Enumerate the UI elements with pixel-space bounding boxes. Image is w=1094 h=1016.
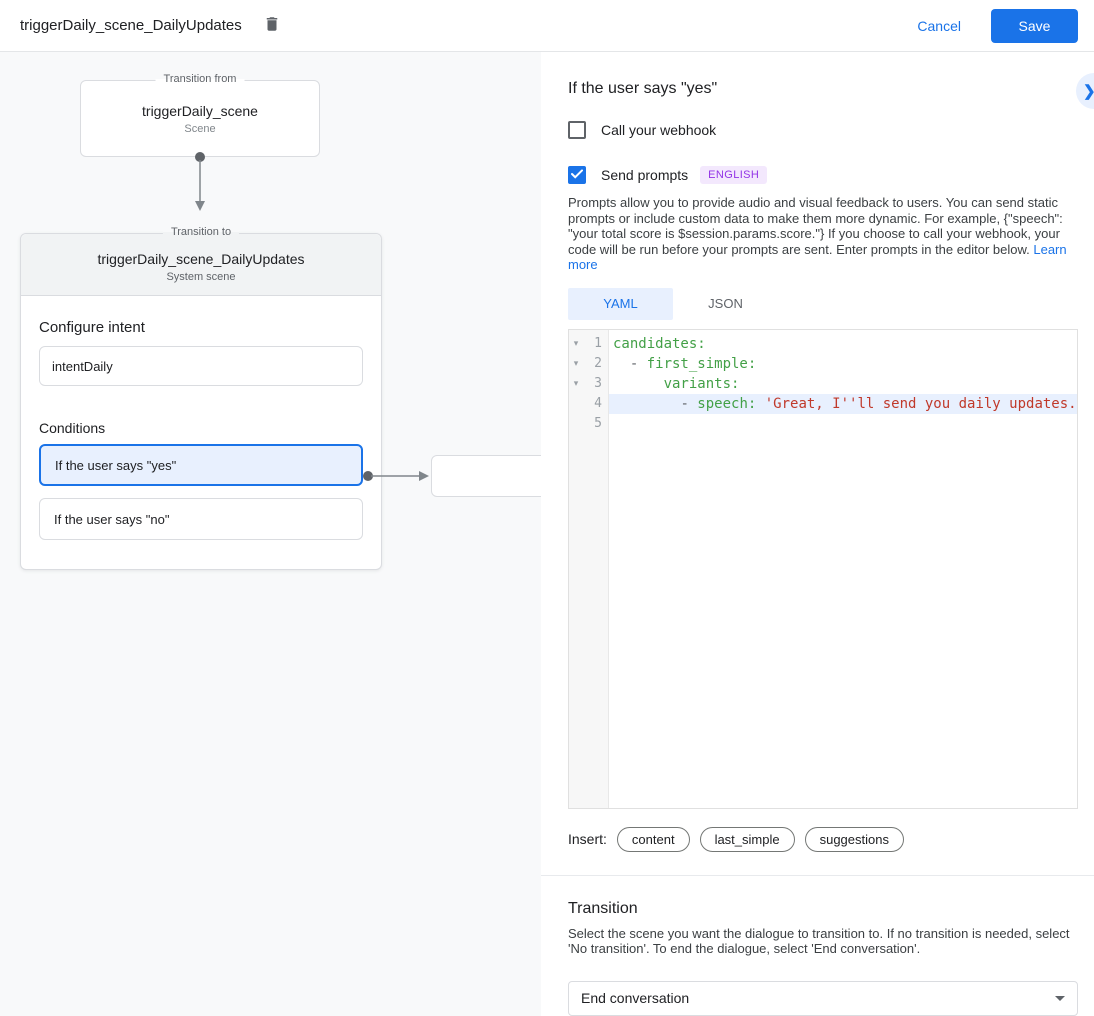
learn-more-link[interactable]: Learn more (568, 241, 1067, 273)
scene-node-daily-updates[interactable]: Transition to triggerDaily_scene_DailyUp… (20, 226, 382, 570)
tab-yaml[interactable]: YAML (568, 287, 673, 320)
insert-row: Insert: content last_simple suggestions (568, 826, 1078, 852)
gutter-row: ▾2 (569, 354, 608, 374)
line-number: 4 (594, 396, 602, 411)
checkmark-icon (571, 166, 583, 184)
transition-section-title: Transition (568, 899, 638, 917)
gutter-row: ▾1 (569, 334, 608, 354)
transition-select-value: End conversation (581, 990, 690, 1006)
call-webhook-label: Call your webhook (601, 122, 717, 138)
arrowhead-right-icon (419, 471, 429, 481)
code-token-str: 'Great, I''ll send you daily updates. (764, 395, 1077, 412)
code-token-key: variants: (663, 375, 740, 392)
code-token-key: candidates: (613, 335, 706, 352)
code-token-key: first_simple: (646, 355, 757, 372)
scene-node-trigger-daily[interactable]: Transition from triggerDaily_scene Scene (80, 73, 320, 157)
code-line[interactable] (609, 414, 1077, 434)
trash-icon (263, 15, 281, 36)
transition-target-node[interactable] (431, 455, 541, 497)
send-prompts-row: Send prompts ENGLISH (568, 166, 1078, 184)
page-title: triggerDaily_scene_DailyUpdates (20, 17, 242, 34)
intent-item[interactable]: intentDaily (39, 346, 363, 386)
insert-content-button[interactable]: content (616, 826, 690, 852)
dropdown-caret-icon (1055, 995, 1065, 1001)
transition-to-legend: Transition to (162, 226, 240, 238)
condition-item-no[interactable]: If the user says "no" (39, 498, 363, 540)
insert-label: Insert: (568, 831, 607, 847)
code-line[interactable]: candidates: (609, 334, 1077, 354)
line-number: 2 (594, 356, 602, 371)
code-token-plain (613, 356, 630, 372)
line-number: 3 (594, 376, 602, 391)
send-prompts-label: Send prompts (601, 167, 689, 183)
chevron-right-icon: ❯ (1083, 83, 1094, 100)
insert-suggestions-button[interactable]: suggestions (804, 826, 904, 852)
fold-arrow-icon[interactable]: ▾ (573, 358, 579, 368)
prompts-description: Prompts allow you to provide audio and v… (568, 195, 1078, 273)
scene-flow-canvas: Transition from triggerDaily_scene Scene… (0, 52, 541, 1016)
collapse-panel-button[interactable]: ❯ (1076, 73, 1094, 109)
code-token-punc: - (680, 395, 698, 412)
configure-intent-label: Configure intent (39, 319, 145, 336)
arrowhead-down-icon (195, 201, 205, 211)
code-token-punc: - (629, 355, 647, 372)
code-token-key: speech: (697, 395, 765, 412)
editor-format-tabs: YAML JSON (568, 287, 1078, 320)
to-node-title: triggerDaily_scene_DailyUpdates (97, 251, 305, 267)
transition-from-legend: Transition from (155, 73, 245, 85)
transition-description: Select the scene you want the dialogue t… (568, 925, 1070, 957)
conditions-label: Conditions (39, 420, 106, 436)
to-node-subtitle: System scene (166, 271, 236, 283)
panel-title: If the user says "yes" (568, 80, 718, 97)
tab-json[interactable]: JSON (708, 296, 743, 311)
insert-last-simple-button[interactable]: last_simple (699, 826, 795, 852)
prompts-description-text: Prompts allow you to provide audio and v… (568, 195, 1063, 257)
webhook-row: Call your webhook (568, 121, 1078, 139)
editor-code[interactable]: candidates: - first_simple: variants: - … (609, 330, 1077, 808)
gutter-row: 5 (569, 414, 608, 434)
language-badge: ENGLISH (700, 166, 768, 184)
code-token-plain (613, 376, 664, 392)
gutter-row: 4 (569, 394, 608, 414)
code-line[interactable]: variants: (609, 374, 1077, 394)
fold-arrow-icon[interactable]: ▾ (573, 378, 579, 388)
call-webhook-checkbox[interactable] (568, 121, 586, 139)
fold-arrow-icon[interactable]: ▾ (573, 338, 579, 348)
from-node-subtitle: Scene (184, 123, 216, 135)
code-line[interactable]: - first_simple: (609, 354, 1077, 374)
cancel-button[interactable]: Cancel (917, 17, 961, 34)
from-node-title: triggerDaily_scene (142, 103, 258, 119)
top-bar: triggerDaily_scene_DailyUpdates Cancel S… (0, 0, 1094, 52)
section-divider (541, 874, 1094, 876)
send-prompts-checkbox[interactable] (568, 166, 586, 184)
transition-select[interactable]: End conversation (568, 980, 1078, 1016)
code-token-plain (613, 396, 680, 412)
condition-item-yes[interactable]: If the user says "yes" (39, 444, 363, 486)
scene-node-header: triggerDaily_scene_DailyUpdates System s… (21, 234, 381, 296)
line-number: 5 (594, 416, 602, 431)
delete-scene-button[interactable] (260, 14, 284, 38)
line-number: 1 (594, 336, 602, 351)
code-line[interactable]: - speech: 'Great, I''ll send you daily u… (609, 393, 1077, 414)
gutter-row: ▾3 (569, 374, 608, 394)
condition-detail-panel: ❯ If the user says "yes" Call your webho… (541, 52, 1094, 1016)
save-button[interactable]: Save (991, 8, 1078, 43)
